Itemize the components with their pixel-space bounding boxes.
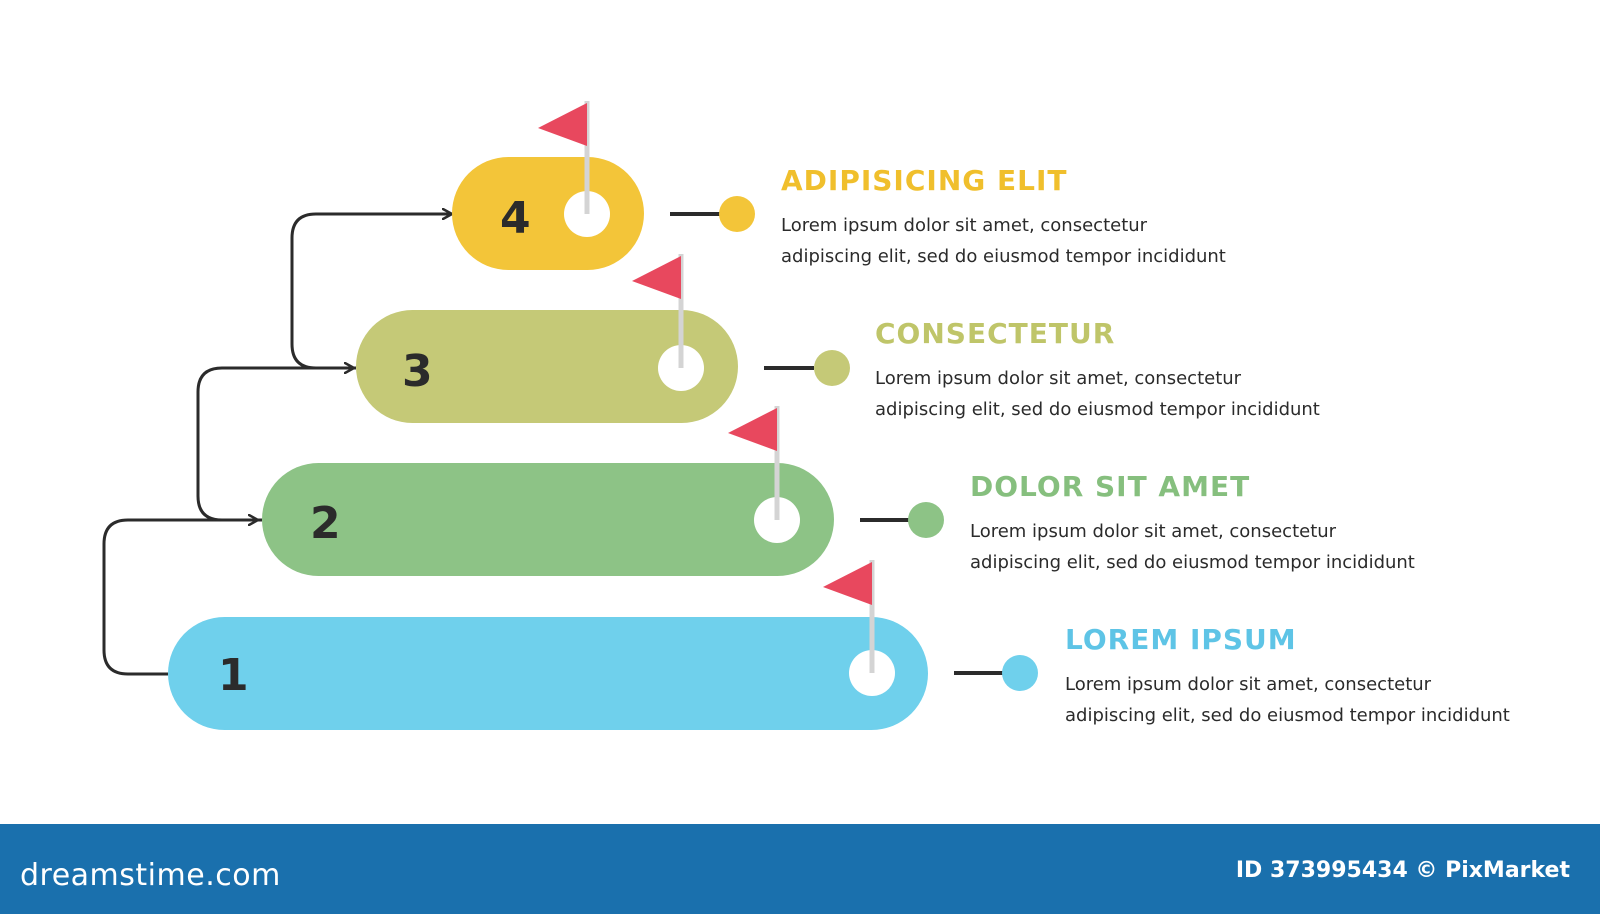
step-3: 3 <box>356 254 850 423</box>
step-3-description-line1: Lorem ipsum dolor sit amet, consectetur <box>875 368 1242 389</box>
step-4-description-line1: Lorem ipsum dolor sit amet, consectetur <box>781 215 1148 236</box>
step-4-bar <box>452 157 644 270</box>
step-3-description: Lorem ipsum dolor sit amet, consectetur … <box>875 363 1435 425</box>
step-3-pointer-dot <box>814 350 850 386</box>
step-1-pointer-dot <box>1002 655 1038 691</box>
step-2-flag-icon <box>728 408 777 451</box>
step-1-description-line2: adipiscing elit, sed do eiusmod tempor i… <box>1065 705 1510 726</box>
footer-bar: dreamstime.com ID 373995434 © PixMarket <box>0 824 1600 914</box>
step-4-flag-icon <box>538 103 587 146</box>
step-3-number: 3 <box>402 346 433 397</box>
step-2-description: Lorem ipsum dolor sit amet, consectetur … <box>970 516 1530 578</box>
step-1-description: Lorem ipsum dolor sit amet, consectetur … <box>1065 669 1600 731</box>
footer-logo[interactable]: dreamstime.com <box>20 858 281 893</box>
step-1-title: LOREM IPSUM <box>1065 623 1297 656</box>
step-2-description-line1: Lorem ipsum dolor sit amet, consectetur <box>970 521 1337 542</box>
step-2-bar <box>262 463 834 576</box>
connector-arrow-2-to-3 <box>196 368 354 522</box>
step-2-pointer-dot <box>908 502 944 538</box>
footer-image-id: ID 373995434 © PixMarket <box>1235 858 1570 883</box>
step-3-flag-icon <box>632 256 681 299</box>
connector-arrow-3-to-4 <box>290 214 452 370</box>
step-4: 4 <box>452 101 755 270</box>
step-2-title: DOLOR SIT AMET <box>970 470 1251 503</box>
step-4-pointer-dot <box>719 196 755 232</box>
pyramid-diagram: 1 2 3 4 <box>102 101 1038 730</box>
step-3-bar <box>356 310 738 423</box>
footer-logo-text: dreamstime.com <box>20 858 281 893</box>
step-4-description-line2: adipiscing elit, sed do eiusmod tempor i… <box>781 246 1226 267</box>
step-1-bar <box>168 617 928 730</box>
step-1-flag-icon <box>823 562 872 605</box>
step-4-title: ADIPISICING ELIT <box>781 164 1068 197</box>
step-3-description-line2: adipiscing elit, sed do eiusmod tempor i… <box>875 399 1320 420</box>
step-2: 2 <box>262 406 944 576</box>
step-1: 1 <box>168 560 1038 730</box>
step-1-number: 1 <box>218 650 249 701</box>
connector-arrow-1-to-2 <box>102 520 258 676</box>
step-2-description-line2: adipiscing elit, sed do eiusmod tempor i… <box>970 552 1415 573</box>
step-3-title: CONSECTETUR <box>875 317 1116 350</box>
step-4-description: Lorem ipsum dolor sit amet, consectetur … <box>781 210 1341 272</box>
step-1-description-line1: Lorem ipsum dolor sit amet, consectetur <box>1065 674 1432 695</box>
step-2-number: 2 <box>310 498 341 549</box>
step-4-number: 4 <box>500 193 531 244</box>
